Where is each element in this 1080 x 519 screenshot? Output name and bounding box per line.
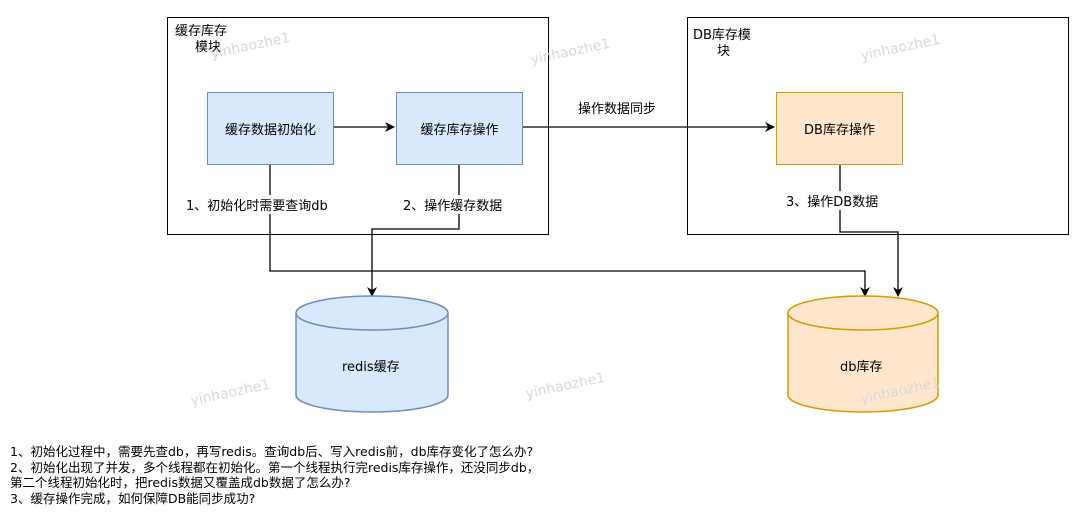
edge-label-op-db-data: 3、操作DB数据 xyxy=(786,191,879,210)
note-line: 1、初始化过程中，需要先查db，再写redis。查询db后、写入redis前，d… xyxy=(10,444,534,459)
db-stock-op-node: DB库存操作 xyxy=(776,92,903,165)
note-line: 2、初始化出现了并发，多个线程都在初始化。第一个线程执行完redis库存操作，还… xyxy=(10,459,540,475)
cache-init-node: 缓存数据初始化 xyxy=(207,92,334,165)
db-stock-label: db库存 xyxy=(840,360,883,375)
edge-init-to-db xyxy=(269,165,870,297)
note-line: 第二个线程初始化时，把redis数据又覆盖成db数据了怎么办? xyxy=(10,475,351,490)
edge-dbop-to-db xyxy=(839,165,903,297)
note-line: 3、缓存操作完成，如何保障DB能同步成功? xyxy=(10,490,256,506)
redis-cylinder xyxy=(295,295,449,413)
notes-block: 1、初始化过程中，需要先查db，再写redis。查询db后、写入redis前，d… xyxy=(10,444,539,506)
edge-label-sync: 操作数据同步 xyxy=(578,98,657,117)
cache-stock-op-node: 缓存库存操作 xyxy=(396,92,523,165)
cache-module-label: 缓存库存 模块 xyxy=(175,24,228,55)
redis-cache-label: redis缓存 xyxy=(342,360,400,375)
edge-op-to-redis xyxy=(367,165,460,297)
db-cylinder xyxy=(787,295,939,413)
db-module-label: DB库存模 块 xyxy=(693,28,751,59)
edge-label-op-cache-data: 2、操作缓存数据 xyxy=(403,195,503,214)
edge-label-init-query-db: 1、初始化时需要查询db xyxy=(186,195,328,214)
